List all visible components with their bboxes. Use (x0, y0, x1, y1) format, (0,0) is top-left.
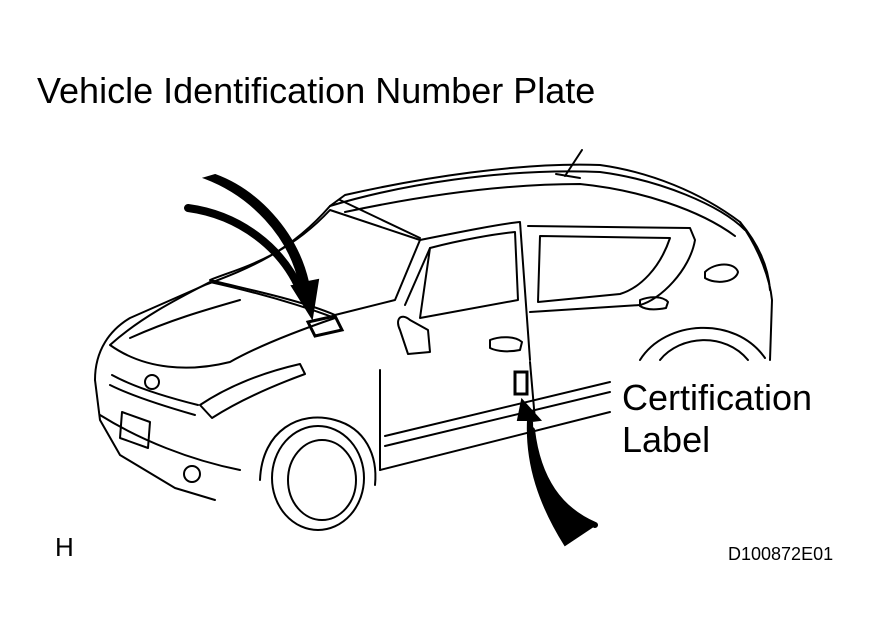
rear-wheel-arch (639, 326, 766, 361)
certification-label-text: Certification Label (622, 377, 812, 461)
front-wheel (271, 425, 365, 531)
grille (109, 384, 196, 416)
certification-line-1: Certification (622, 377, 813, 418)
certification-arrow (516, 397, 598, 547)
certification-label-marker (513, 370, 529, 396)
antenna (564, 149, 583, 177)
front-emblem (144, 374, 160, 390)
vin-plate-label: Vehicle Identification Number Plate (37, 70, 596, 111)
fuel-lid (704, 263, 739, 283)
fog-light (183, 465, 201, 483)
vin-plate-marker (305, 314, 345, 338)
view-letter: H (55, 532, 74, 562)
side-mirror (397, 315, 431, 355)
roof-line (329, 170, 746, 231)
figure-code: D100872E01 (728, 544, 834, 564)
headlight (199, 363, 306, 419)
body-outline (94, 163, 773, 381)
vin-arrow (201, 173, 320, 321)
front-wheel-arch (259, 416, 377, 486)
door-handle-front (489, 336, 523, 353)
license-plate (119, 411, 151, 449)
door-handle-rear (639, 296, 669, 311)
certification-line-2: Label (622, 419, 711, 460)
